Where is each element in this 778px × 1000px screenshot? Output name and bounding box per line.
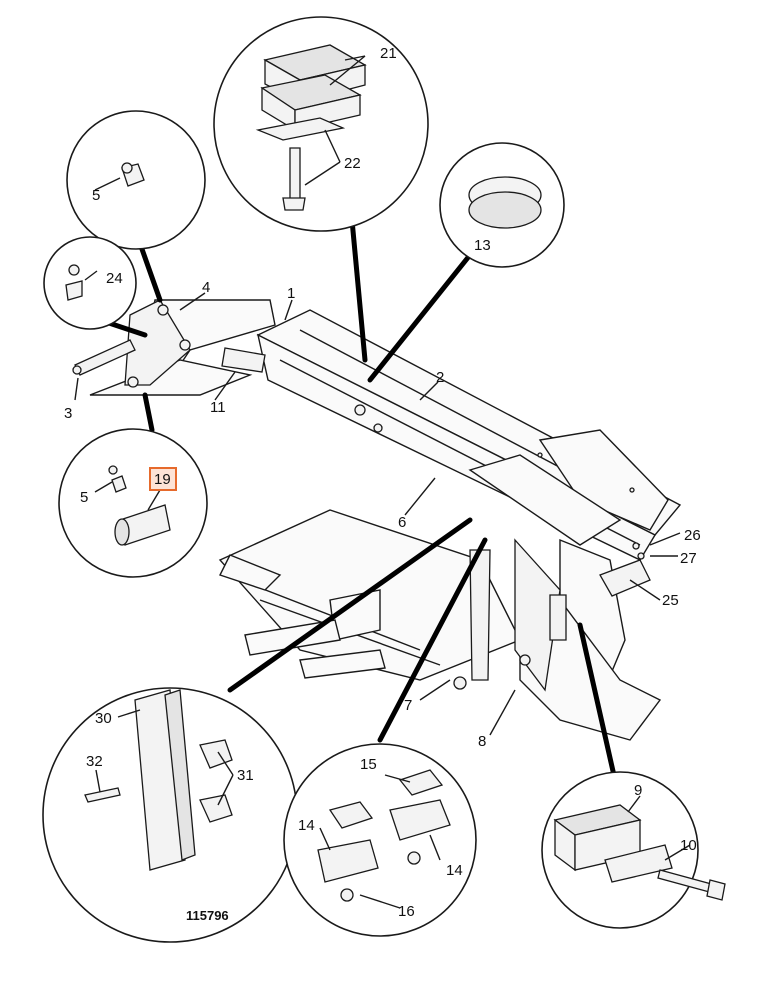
callout-11[interactable]: 11 <box>210 399 226 416</box>
callout-1[interactable]: 1 <box>287 285 295 302</box>
callout-9[interactable]: 9 <box>634 782 642 799</box>
callout-14-right[interactable]: 14 <box>446 862 463 879</box>
inset-pads-9-10 <box>541 622 726 929</box>
callout-27[interactable]: 27 <box>680 550 697 567</box>
callout-24[interactable]: 24 <box>106 270 123 287</box>
callout-30[interactable]: 30 <box>95 710 112 727</box>
callout-14-left[interactable]: 14 <box>298 817 315 834</box>
inset-wear-pads-21-22 <box>213 16 429 363</box>
callout-3[interactable]: 3 <box>64 405 72 422</box>
callout-26[interactable]: 26 <box>684 527 701 544</box>
callout-21[interactable]: 21 <box>380 45 397 62</box>
inset-seal-13 <box>367 142 565 383</box>
callout-31[interactable]: 31 <box>237 767 254 784</box>
highlight-box-19 <box>149 467 177 491</box>
callout-6[interactable]: 6 <box>398 514 406 531</box>
inset-bush-19 <box>58 392 208 578</box>
callout-4[interactable]: 4 <box>202 279 210 296</box>
callout-5-lower[interactable]: 5 <box>80 489 88 506</box>
callout-labels: 1 2 3 4 5 5 6 7 8 9 10 11 13 14 14 15 16… <box>64 45 701 923</box>
callout-10[interactable]: 10 <box>680 837 697 854</box>
callout-22[interactable]: 22 <box>344 155 361 172</box>
callout-2[interactable]: 2 <box>436 369 444 386</box>
callout-16[interactable]: 16 <box>398 903 415 920</box>
callout-8[interactable]: 8 <box>478 733 486 750</box>
inset-grease-nipple-5 <box>66 110 206 303</box>
callout-7[interactable]: 7 <box>404 697 412 714</box>
figure-number: 115796 <box>186 908 229 923</box>
inset-wear-strips-30-32 <box>42 517 473 943</box>
inset-grease-nipple-24 <box>43 236 148 338</box>
callout-32[interactable]: 32 <box>86 753 103 770</box>
callout-13[interactable]: 13 <box>474 237 491 254</box>
callout-5-upper[interactable]: 5 <box>92 187 100 204</box>
callout-leaders <box>74 55 691 909</box>
callout-25[interactable]: 25 <box>662 592 679 609</box>
callout-19[interactable]: 19 <box>154 471 171 488</box>
callout-15[interactable]: 15 <box>360 756 377 773</box>
inset-clamps-14-16 <box>283 537 488 937</box>
